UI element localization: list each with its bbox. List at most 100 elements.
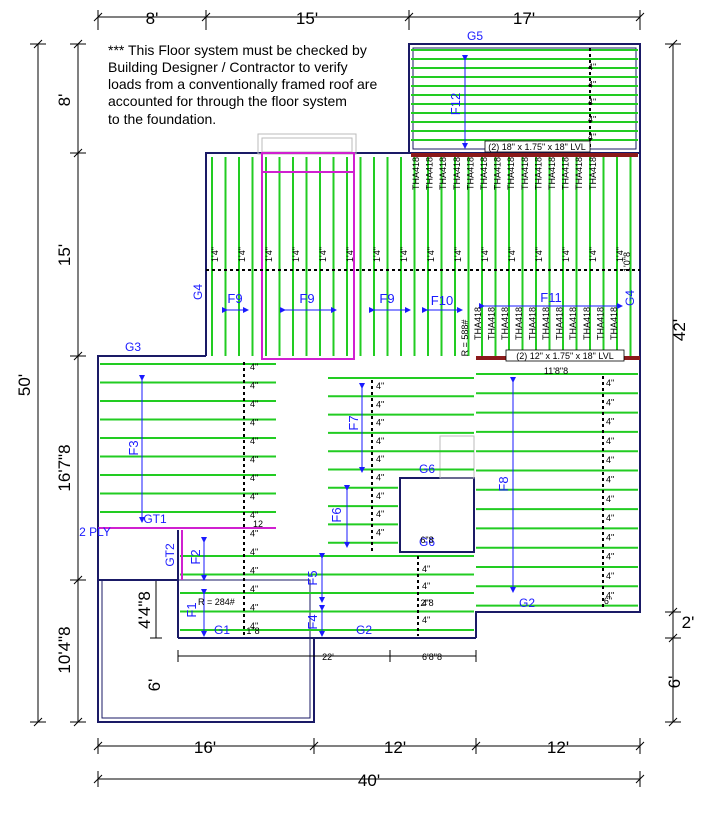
spacing-label: 1'4"	[264, 247, 274, 262]
label-f7: F7	[346, 415, 361, 430]
spacing-label: 1'4"	[345, 247, 355, 262]
spacing-label: 4"	[422, 581, 430, 591]
dim-6: 6"	[604, 596, 612, 606]
girder-g1: G1	[214, 623, 230, 637]
spacing-label: 4"	[376, 473, 384, 483]
spacing-label: 4"	[376, 436, 384, 446]
hanger-label: THA418	[574, 157, 584, 190]
spacing-label: 1'4"	[561, 247, 571, 262]
spacing-label: 1'4"	[426, 247, 436, 262]
label-f2: F2	[188, 549, 203, 564]
spacing-label: 4"	[250, 455, 258, 465]
hanger-label: THA418	[582, 307, 592, 340]
girder-g2b: G2	[356, 623, 372, 637]
spacing-labels: 4" 4" 4" 4" 4" 4" 4" 4" 4" 4" 4" 4" 4" 4" 4" 4" 4" 4" 4" 4"…	[210, 62, 625, 631]
spacing-label: 4"	[376, 381, 384, 391]
hanger-label: THA418	[465, 157, 475, 190]
spacing-label: 4"	[376, 491, 384, 501]
label-f5: F5	[305, 570, 320, 585]
spacing-label: 1'4"	[534, 247, 544, 262]
hanger-label: THA418	[500, 307, 510, 340]
spacing-label: 4"	[376, 454, 384, 464]
spacing-label: 1'4"	[237, 247, 247, 262]
right-dim-6: 6'	[665, 676, 684, 689]
top-dim-2: 15'	[296, 9, 318, 28]
span-22: 22'	[322, 652, 334, 662]
spacing-label: 4"	[250, 362, 258, 372]
label-f11: F11	[540, 290, 561, 305]
left-dim-1: 8'	[55, 94, 74, 107]
left-dim-3: 16'7"8	[55, 444, 74, 491]
designer-note: *** This Floor system must be checked by…	[108, 42, 377, 127]
hanger-label: THA418	[473, 307, 483, 340]
label-f1: F1	[184, 602, 199, 617]
hanger-label: THA418	[527, 307, 537, 340]
spacing-label: 1'4"	[588, 247, 598, 262]
hanger-label: THA418	[555, 307, 565, 340]
hanger-label: THA418	[487, 307, 497, 340]
dim-1-8: 1"8	[246, 626, 259, 636]
span-11-8-8: 11'8"8	[544, 366, 568, 376]
hanger-label: THA418	[493, 157, 503, 190]
right-dim-total: 42'	[670, 319, 689, 341]
girder-g6a: G6	[419, 462, 435, 476]
spacing-label: 4"	[606, 494, 614, 504]
label-f9a: F9	[227, 291, 242, 306]
spacing-label: 4"	[250, 418, 258, 428]
floor-joists	[100, 49, 638, 631]
bottom-dim-3: 12'	[547, 738, 569, 757]
spacing-label: 4"	[606, 475, 614, 485]
girder-g5: G5	[467, 29, 483, 43]
bottom-dim-1: 16'	[194, 738, 216, 757]
hanger-label: THA418	[520, 157, 530, 190]
hanger-label: THA418	[514, 307, 524, 340]
spacing-label: 4"	[588, 80, 596, 90]
spacing-label: 1'4"	[453, 247, 463, 262]
spacing-label: 4"	[606, 417, 614, 427]
bottom-span-line	[177, 650, 477, 662]
spacing-label: 4"	[606, 571, 614, 581]
note-line-1: *** This Floor system must be checked by	[108, 42, 367, 58]
label-f12: F12	[448, 93, 463, 115]
spacing-label: 4"	[250, 436, 258, 446]
spacing-label: 4"	[606, 513, 614, 523]
span-6-8-8: 6'8"8	[422, 652, 442, 662]
right-dimension	[665, 39, 681, 727]
hanger-label: THA418	[541, 307, 551, 340]
spacing-label: 4"	[376, 527, 384, 537]
dim-6b: 6"8	[420, 535, 433, 545]
left-dim-2: 15'	[55, 244, 74, 266]
bottom-dim-2: 12'	[384, 738, 406, 757]
spacing-label: 4"	[250, 473, 258, 483]
left-dimension	[30, 39, 162, 727]
girder-gt2: GT2	[163, 543, 177, 567]
hanger-label: THA418	[452, 157, 462, 190]
girder-g4b: G4	[623, 290, 637, 306]
spacing-label: 4"	[606, 532, 614, 542]
note-line-2: Building Designer / Contractor to verify	[108, 59, 348, 75]
bottom-dim-total: 40'	[358, 771, 380, 790]
hanger-label: THA418	[568, 307, 578, 340]
girder-g2a: G2	[519, 596, 535, 610]
left-dim-4: 10'4"8	[55, 626, 74, 673]
spacing-label: 4"	[588, 62, 596, 72]
spacing-label: 4"	[422, 615, 430, 625]
left-dim-inner: 4'4"8	[135, 591, 154, 629]
hanger-label: THA418	[595, 307, 605, 340]
spacing-label: 4"	[250, 492, 258, 502]
hanger-label: THA418	[533, 157, 543, 190]
hanger-label: THA418	[425, 157, 435, 190]
spacing-label: 1'4"	[399, 247, 409, 262]
spacing-label: 4"	[376, 399, 384, 409]
spacing-label: 4"	[588, 97, 596, 107]
spacing-label: 4"	[422, 598, 430, 608]
spacing-label: 4"	[606, 436, 614, 446]
girder-g4a: G4	[191, 284, 205, 300]
spacing-label: 1'4"	[615, 247, 625, 262]
top-dim-3: 17'	[513, 9, 535, 28]
spacing-label: 1'4"	[210, 247, 220, 262]
hanger-label: THA418	[438, 157, 448, 190]
spacing-label: 4"	[250, 621, 258, 631]
girder-g6b: G6	[419, 535, 435, 549]
spacing-label: 1'4"	[480, 247, 490, 262]
